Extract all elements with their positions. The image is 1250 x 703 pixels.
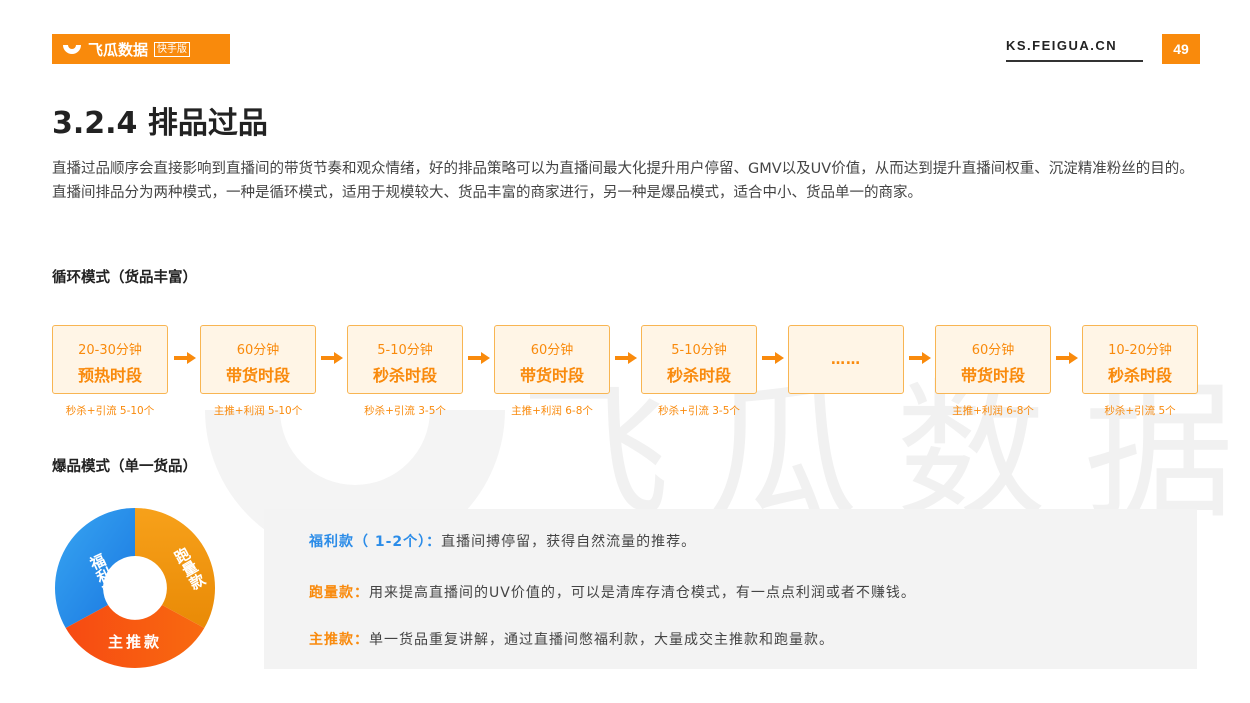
- flow-step-3: 5-10分钟 秒杀时段: [347, 325, 463, 394]
- hot-item-welfare: 福利款（ 1-2个）：直播间搏停留，获得自然流量的推荐。: [309, 531, 696, 551]
- site-underline: [1006, 60, 1143, 62]
- flow-step-name: 带货时段: [519, 366, 584, 385]
- cycle-mode-title: 循环模式（货品丰富）: [52, 270, 197, 286]
- page-title: 3.2.4 排品过品: [52, 106, 268, 141]
- arrow-right-icon: [1056, 352, 1078, 364]
- flow-step-time: 60分钟: [236, 343, 280, 358]
- page-number: 49: [1162, 34, 1200, 64]
- flow-step-caption: 秒杀+引流 3-5个: [364, 405, 446, 417]
- flow-step-name: 带货时段: [225, 366, 290, 385]
- flow-step-caption: 主推+利润 5-10个: [213, 405, 303, 417]
- ring-label-main: 主推款: [108, 633, 162, 651]
- arrow-right-icon: [468, 352, 490, 364]
- ring-segment-welfare: [54, 508, 136, 628]
- brand-logo-icon: [63, 45, 81, 54]
- flow-step-name: 预热时段: [77, 366, 142, 385]
- flow-step-time: 20-30分钟: [78, 343, 142, 358]
- hot-item-text: 直播间搏停留，获得自然流量的推荐。: [441, 534, 697, 550]
- hot-item-text: 用来提高直播间的UV价值的，可以是清库存清仓模式，有一点点利润或者不赚钱。: [369, 585, 916, 601]
- arrow-right-icon: [615, 352, 637, 364]
- flow-step-caption: 秒杀+引流 3-5个: [658, 405, 740, 417]
- ring-segment-main: [65, 605, 205, 669]
- flow-step-dots: ……: [831, 352, 861, 368]
- flow-step-2: 60分钟 带货时段: [200, 325, 316, 394]
- arrow-right-icon: [174, 352, 196, 364]
- brand-logo: 飞瓜数据 快手版: [52, 34, 230, 64]
- flow-step-5: 5-10分钟 秒杀时段: [641, 325, 757, 394]
- flow-step-name: 带货时段: [960, 366, 1025, 385]
- flow-step-time: 5-10分钟: [671, 343, 727, 358]
- product-cycle-ring: 福利款 跑量款 主推款: [54, 508, 216, 669]
- arrow-right-icon: [321, 352, 343, 364]
- hot-mode-title: 爆品模式（单一货品）: [52, 459, 197, 475]
- hot-item-text: 单一货品重复讲解，通过直播间憋福利款，大量成交主推款和跑量款。: [369, 632, 834, 648]
- intro-paragraph: 直播过品顺序会直接影响到直播间的带货节奏和观众情绪，好的排品策略可以为直播间最大…: [52, 161, 1194, 201]
- flow-step-time: 60分钟: [530, 343, 574, 358]
- brand-logo-badge: 快手版: [154, 41, 191, 57]
- hot-item-main: 主推款：单一货品重复讲解，通过直播间憋福利款，大量成交主推款和跑量款。: [309, 629, 834, 649]
- flow-step-time: 10-20分钟: [1108, 343, 1172, 358]
- arrow-right-icon: [762, 352, 784, 364]
- hot-item-key: 主推款：: [309, 632, 369, 648]
- site-url: KS.FEIGUA.CN: [1006, 38, 1118, 53]
- flow-step-1: 20-30分钟 预热时段: [52, 325, 168, 394]
- flow-step-caption: 主推+利润 6-8个: [511, 405, 593, 417]
- arrow-right-icon: [909, 352, 931, 364]
- flow-step-caption: 秒杀+引流 5个: [1104, 405, 1176, 417]
- flow-step-caption: 秒杀+引流 5-10个: [65, 405, 155, 417]
- flow-step-time: 60分钟: [971, 343, 1015, 358]
- flow-step-name: 秒杀时段: [666, 366, 731, 385]
- hot-mode-panel: [264, 509, 1197, 669]
- flow-step-7: 60分钟 带货时段: [935, 325, 1051, 394]
- flow-step-time: 5-10分钟: [377, 343, 433, 358]
- flow-step-ellipsis: ……: [788, 325, 904, 394]
- hot-item-volume: 跑量款：用来提高直播间的UV价值的，可以是清库存清仓模式，有一点点利润或者不赚钱…: [309, 582, 916, 602]
- ring-segment-volume: [135, 508, 216, 628]
- hot-item-key: 福利款（ 1-2个）：: [309, 534, 442, 550]
- flow-step-name: 秒杀时段: [372, 366, 437, 385]
- brand-logo-text: 飞瓜数据: [88, 40, 149, 59]
- watermark-text: 飞瓜数据: [520, 366, 1250, 540]
- flow-step-caption: 主推+利润 6-8个: [952, 405, 1034, 417]
- flow-step-name: 秒杀时段: [1107, 366, 1172, 385]
- hot-item-key: 跑量款：: [309, 585, 369, 601]
- flow-step-4: 60分钟 带货时段: [494, 325, 610, 394]
- flow-step-8: 10-20分钟 秒杀时段: [1082, 325, 1198, 394]
